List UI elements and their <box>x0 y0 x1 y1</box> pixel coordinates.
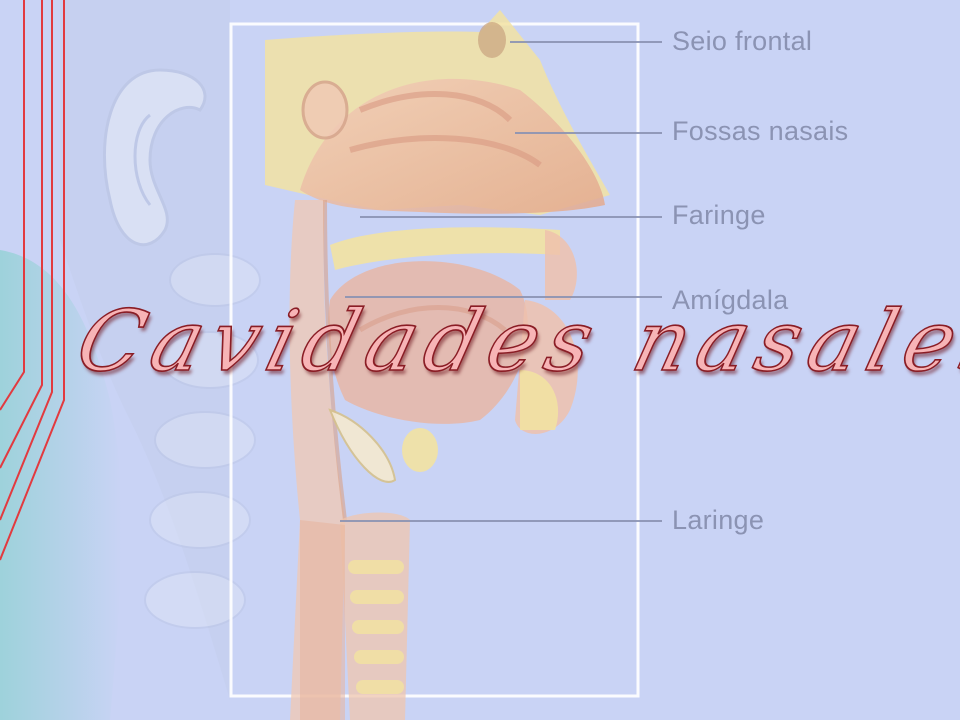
red-accent-lines <box>0 0 65 561</box>
label-amigdala: Amígdala <box>672 285 789 315</box>
slide-title: Cavidades nasales <box>67 291 960 391</box>
ear-shape <box>103 68 207 247</box>
label-laringe: Laringe <box>672 505 765 535</box>
label-faringe: Faringe <box>672 200 766 230</box>
label-seio-frontal: Seio frontal <box>672 26 813 56</box>
label-fossas-nasais: Fossas nasais <box>672 116 849 146</box>
